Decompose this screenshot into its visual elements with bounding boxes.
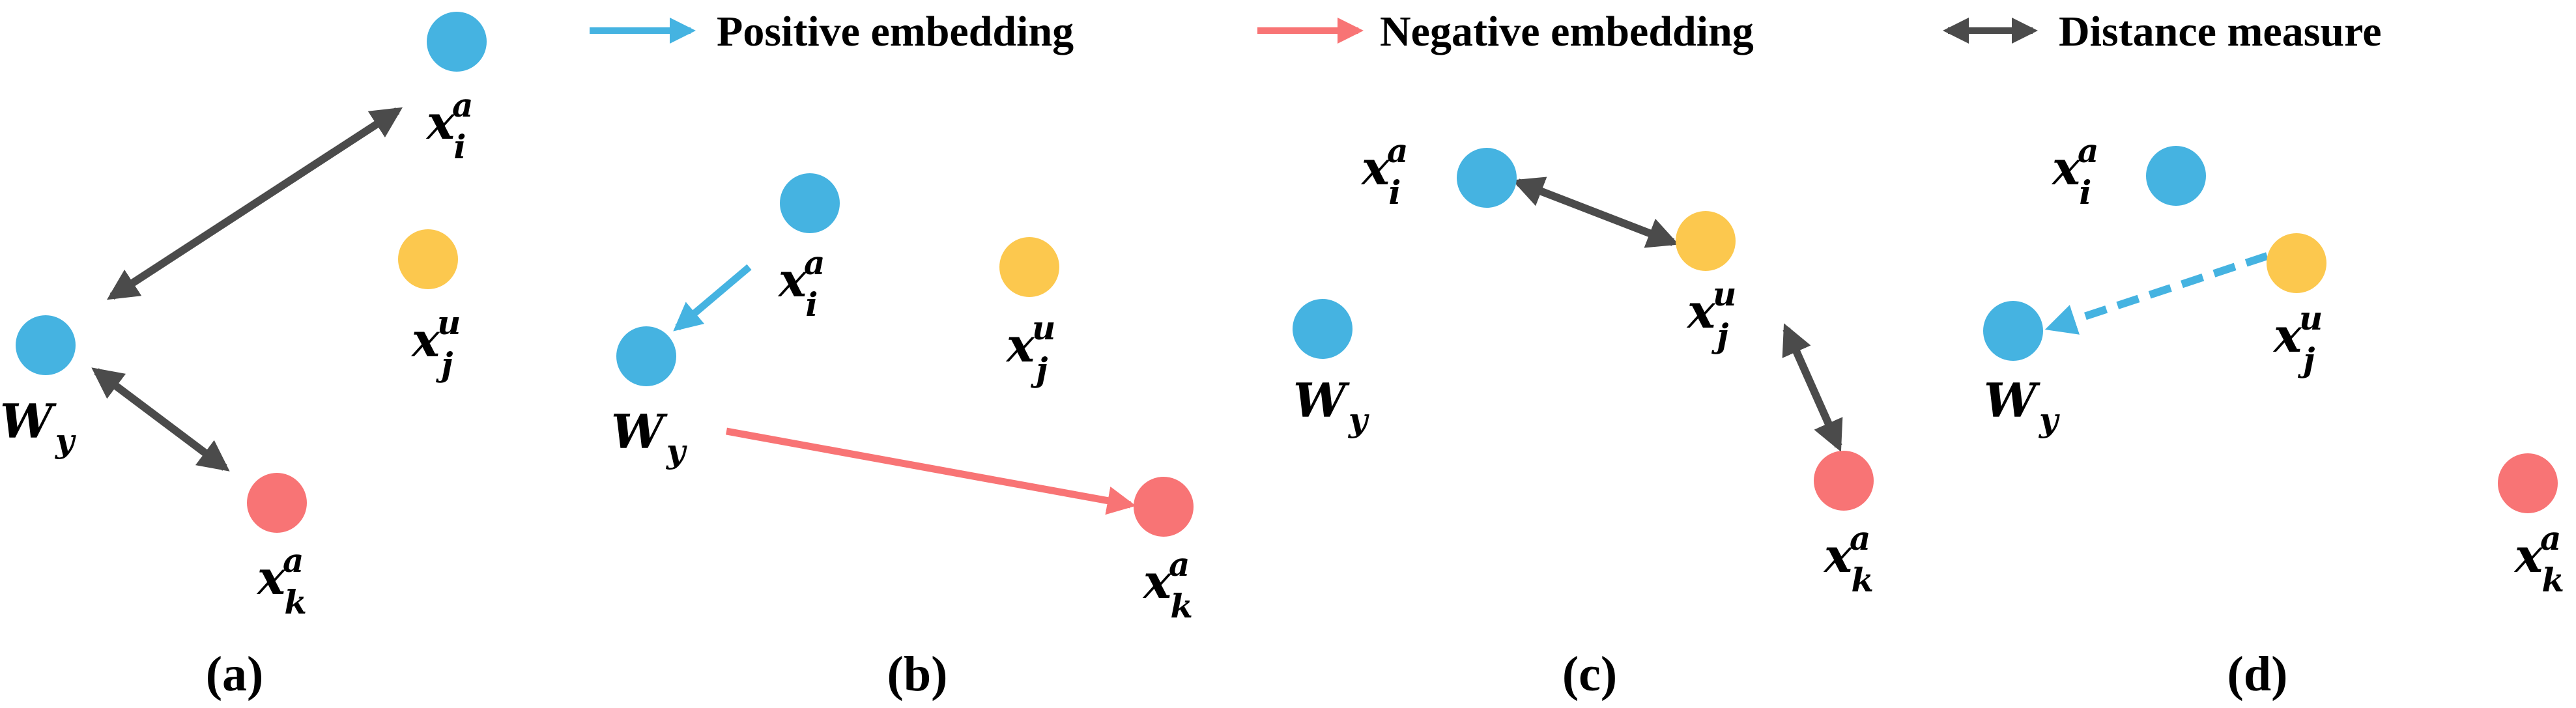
dashed-positive-arrow [2044, 252, 2268, 335]
distance-arrow-xi-xj [1512, 177, 1679, 248]
node-xi-anchor [780, 173, 840, 233]
legend-negative-label: Negative embedding [1380, 8, 1754, 55]
node-xi-anchor [427, 12, 487, 72]
panel-c-label: (c) [1562, 647, 1617, 701]
node-xj-unlabeled [2267, 233, 2326, 293]
label-w: Wy [611, 404, 687, 470]
node-xj-unlabeled [398, 229, 458, 289]
label-w: Wy [1293, 373, 1369, 439]
node-w-y [1983, 301, 2043, 361]
node-xk-anchor [2498, 453, 2558, 513]
node-w-y [616, 326, 676, 386]
node-xi-anchor [2146, 146, 2206, 206]
label-w: Wy [1984, 373, 2060, 439]
panel-b-label: (b) [887, 647, 948, 701]
panel-d-label: (d) [2227, 647, 2288, 701]
legend-distance-label: Distance measure [2059, 8, 2382, 55]
node-xi-anchor [1457, 148, 1517, 208]
node-w-y [1293, 299, 1352, 359]
legend: Positive embedding Negative embedding Di… [590, 8, 2382, 55]
distance-arrow-w-xi [106, 107, 403, 300]
negative-embedding-arrow [726, 427, 1136, 515]
legend-positive-label: Positive embedding [717, 8, 1074, 55]
distance-arrow-w-xk [91, 367, 230, 472]
node-xk-anchor [247, 473, 307, 533]
node-xj-unlabeled [999, 237, 1059, 297]
label-w: Wy [0, 393, 76, 460]
panel-a-label: (a) [206, 647, 264, 701]
distance-arrow-xj-xk [1782, 323, 1843, 452]
node-w-y [16, 315, 76, 375]
positive-embedding-arrow [673, 264, 752, 332]
node-xk-anchor [1134, 477, 1194, 537]
node-xj-unlabeled [1676, 211, 1736, 271]
node-xk-anchor [1814, 451, 1874, 511]
